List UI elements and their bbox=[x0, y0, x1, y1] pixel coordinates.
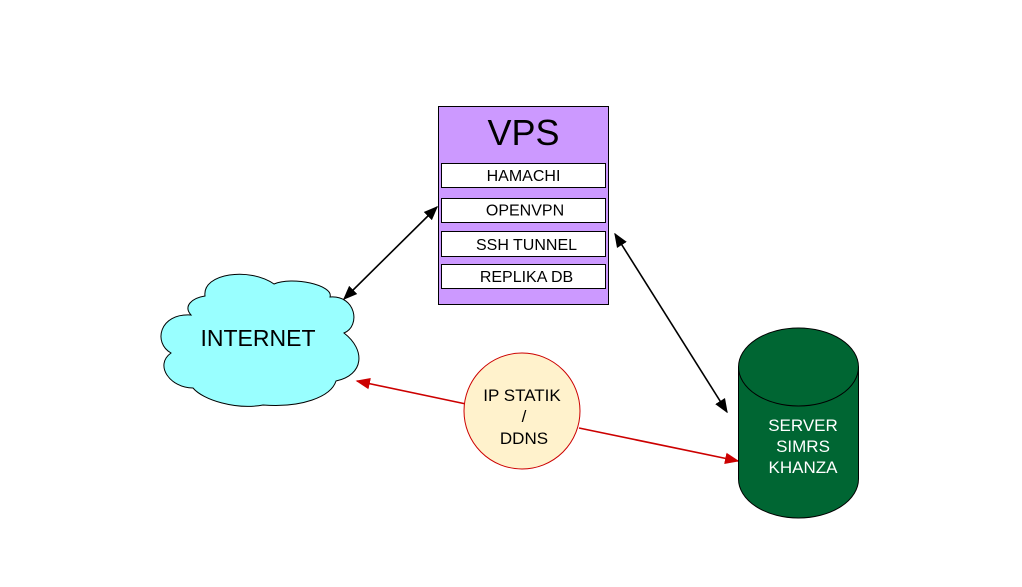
ip-ddns-line-1: IP STATIK bbox=[483, 386, 561, 405]
vps-item-hamachi: HAMACHI bbox=[487, 168, 561, 185]
server-line-3: KHANZA bbox=[769, 458, 839, 477]
server-node: SERVER SIMRS KHANZA bbox=[738, 327, 859, 519]
vps-item-box-replika-db bbox=[441, 264, 606, 289]
vps-item-replika-db: REPLIKA DB bbox=[480, 269, 573, 286]
vps-title: VPS bbox=[487, 112, 559, 153]
vps-item-box-ssh-tunnel bbox=[441, 231, 606, 257]
vps-item-openvpn: OPENVPN bbox=[486, 203, 564, 220]
cylinder-body bbox=[738, 367, 859, 519]
server-line-2: SIMRS bbox=[776, 437, 830, 456]
ip-ddns-line-2: / bbox=[522, 407, 527, 426]
link-ip-server bbox=[578, 427, 740, 465]
internet-label: INTERNET bbox=[201, 325, 316, 351]
link-vps-server bbox=[614, 232, 728, 414]
ip-ddns-circle bbox=[463, 352, 581, 470]
ip-ddns-node: IP STATIK / DDNS bbox=[463, 352, 581, 470]
link-ip-internet bbox=[355, 378, 467, 405]
cloud-shape bbox=[160, 273, 360, 407]
cylinder-top bbox=[738, 327, 859, 407]
internet-node: INTERNET bbox=[160, 273, 360, 407]
vps-item-ssh-tunnel: SSH TUNNEL bbox=[476, 237, 577, 254]
link-internet-vps bbox=[342, 205, 439, 301]
server-line-1: SERVER bbox=[768, 416, 838, 435]
ip-ddns-line-3: DDNS bbox=[500, 429, 548, 448]
vps-node: VPS HAMACHI OPENVPN SSH TUNNEL REPLIKA D… bbox=[438, 106, 609, 305]
vps-item-box-openvpn bbox=[441, 198, 606, 223]
vps-item-box-hamachi bbox=[441, 163, 606, 188]
